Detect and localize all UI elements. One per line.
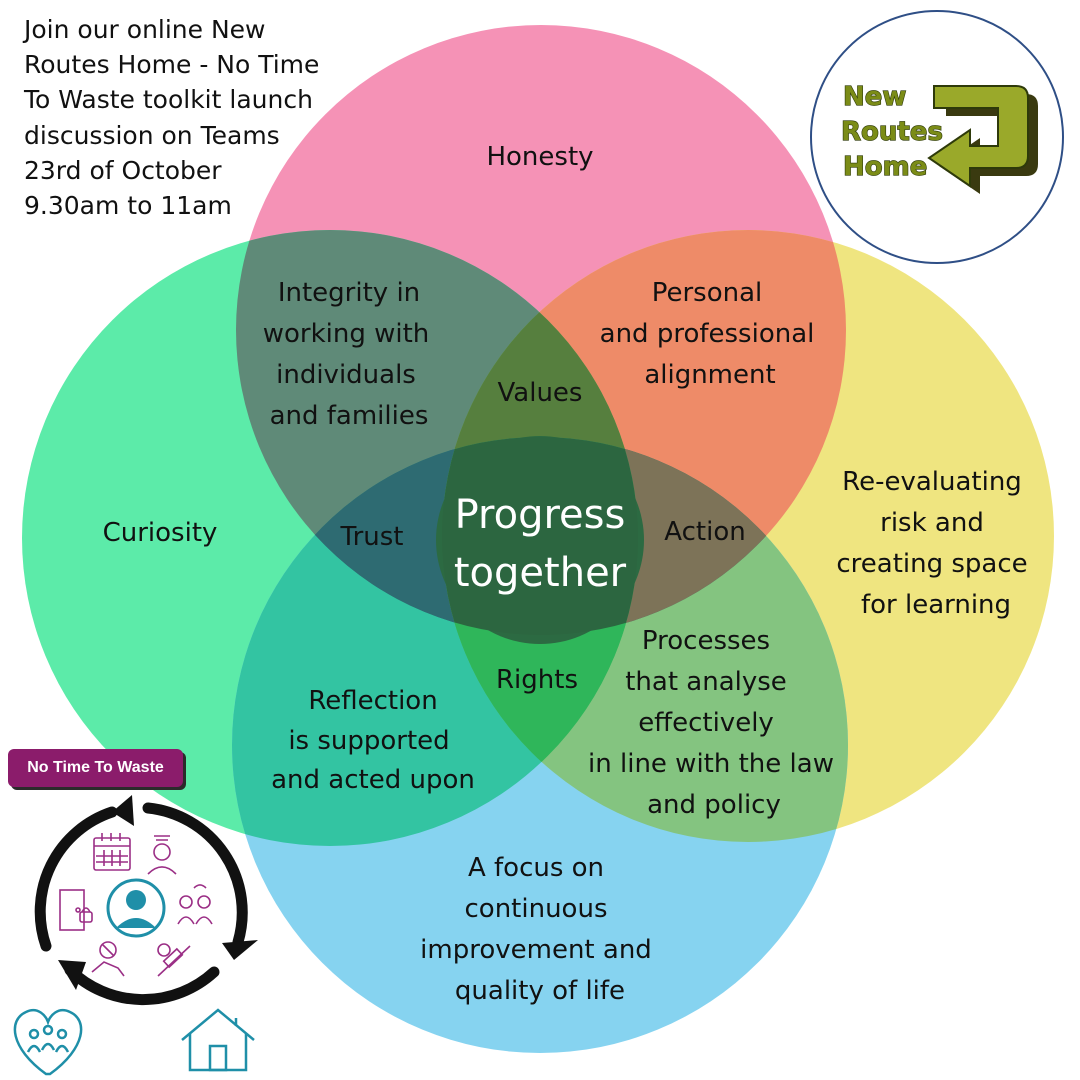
label-focus: A focus on continuous improvement and qu…	[420, 853, 652, 1006]
logo-line-2: Routes	[841, 117, 943, 147]
return-arrow-icon	[927, 85, 1038, 194]
svg-text:A focus on: A focus on	[468, 853, 604, 883]
house-icon	[181, 1008, 255, 1072]
svg-text:and acted upon: and acted upon	[271, 765, 475, 795]
event-announcement: Join our online New Routes Home - No Tim…	[24, 12, 334, 223]
svg-text:and policy: and policy	[647, 790, 781, 820]
svg-text:quality of life: quality of life	[455, 976, 625, 1006]
people-talking-icon	[177, 884, 213, 925]
svg-text:in line with the law: in line with the law	[588, 749, 834, 779]
label-reevaluating: Re-evaluating risk and creating space fo…	[836, 467, 1027, 620]
syringe-icon	[157, 943, 191, 977]
event-line-6: 9.30am to 11am	[24, 191, 232, 221]
svg-text:for learning: for learning	[861, 590, 1011, 620]
svg-text:working with: working with	[263, 319, 430, 349]
door-lock-icon	[59, 889, 93, 931]
svg-text:that analyse: that analyse	[625, 667, 787, 697]
logo-line-3: Home	[843, 152, 927, 182]
logo-line-1: New	[843, 82, 906, 112]
svg-text:Integrity in: Integrity in	[278, 278, 420, 308]
person-avatar-icon	[106, 878, 166, 938]
label-rights: Rights	[496, 665, 578, 695]
event-line-5: 23rd of October	[24, 155, 222, 185]
svg-text:Personal: Personal	[652, 278, 763, 308]
event-line-4: discussion on Teams	[24, 120, 280, 150]
svg-text:effectively: effectively	[638, 708, 774, 738]
cycle-arrowheads	[58, 795, 258, 990]
svg-text:Re-evaluating: Re-evaluating	[842, 467, 1022, 497]
event-line-3: To Waste toolkit launch	[24, 85, 313, 115]
cycle-arrows-icon	[34, 802, 248, 1006]
svg-text:individuals: individuals	[276, 360, 416, 390]
no-time-to-waste-badge: No Time To Waste	[8, 749, 183, 787]
svg-text:Reflection: Reflection	[308, 686, 437, 716]
label-trust: Trust	[340, 522, 404, 552]
svg-text:creating space: creating space	[836, 549, 1027, 579]
center-line-2: together	[454, 550, 627, 596]
new-routes-home-logo: New Routes Home	[810, 10, 1064, 264]
label-processes: Processes that analyse effectively in li…	[588, 626, 834, 820]
hand-pill-icon	[91, 941, 125, 977]
svg-text:Processes: Processes	[642, 626, 770, 656]
label-alignment: Personal and professional alignment	[600, 278, 815, 390]
svg-text:is supported: is supported	[288, 726, 449, 756]
heart-family-icon	[13, 1008, 83, 1076]
svg-text:continuous: continuous	[465, 894, 608, 924]
svg-text:improvement and: improvement and	[420, 935, 652, 965]
event-line-2: Routes Home - No Time	[24, 50, 320, 80]
svg-text:and families: and families	[270, 401, 429, 431]
label-honesty: Honesty	[486, 142, 593, 172]
label-values: Values	[498, 378, 583, 408]
svg-text:alignment: alignment	[644, 360, 775, 390]
label-action: Action	[664, 517, 745, 547]
center-line-1: Progress	[455, 492, 626, 538]
svg-text:risk and: risk and	[880, 508, 984, 538]
svg-text:and professional: and professional	[600, 319, 815, 349]
calendar-icon	[93, 833, 131, 871]
event-line-1: Join our online New	[24, 15, 266, 44]
label-reflection: Reflection is supported and acted upon	[271, 686, 475, 795]
label-curiosity: Curiosity	[103, 518, 218, 548]
person-stressed-icon	[147, 835, 177, 875]
label-integrity: Integrity in working with individuals an…	[263, 278, 430, 431]
